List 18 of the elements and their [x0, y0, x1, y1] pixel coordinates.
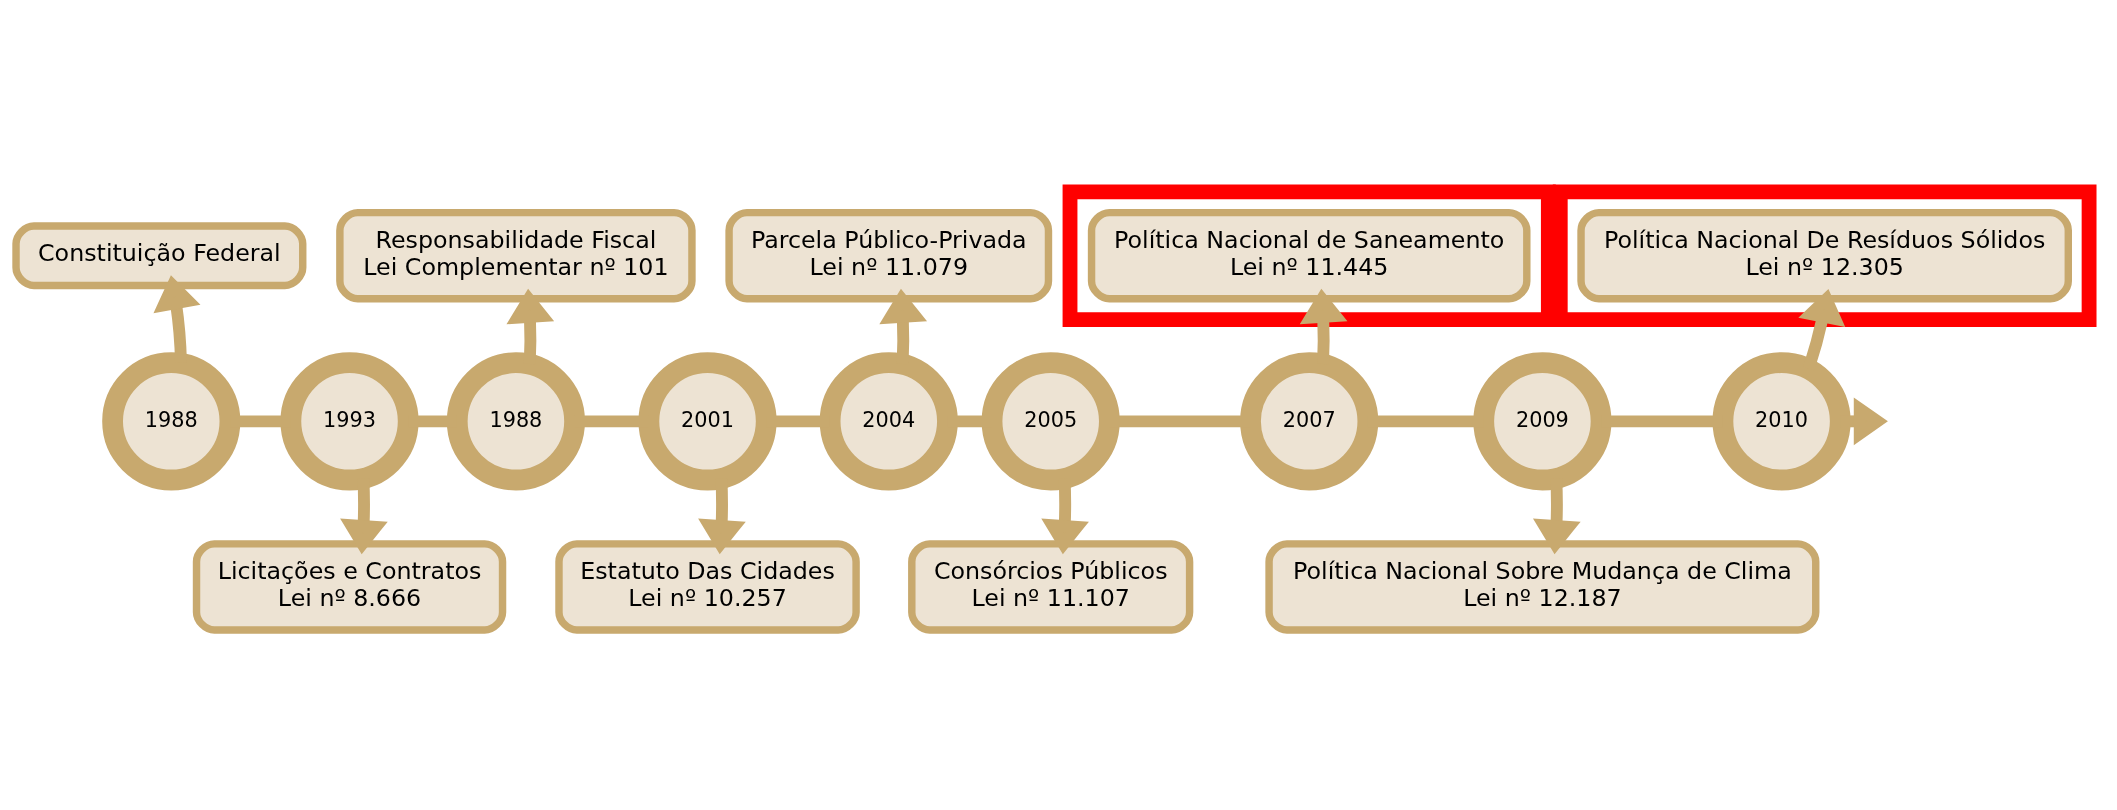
node-circle: 2005 — [981, 352, 1120, 491]
node-box: Licitações e Contratos Lei nº 8.666 — [192, 540, 507, 634]
node-circle: 2010 — [1712, 352, 1851, 491]
node-box: Política Nacional de Saneamento Lei nº 11.445 — [1087, 208, 1531, 303]
node-circle: 2004 — [819, 352, 958, 491]
node-circle: 2001 — [638, 352, 777, 491]
node-circle: 1988 — [446, 352, 585, 491]
node-box: Constituição Federal — [12, 222, 307, 290]
node-circle: 1988 — [102, 352, 241, 491]
node-circle: 2009 — [1473, 352, 1612, 491]
node-circle: 1993 — [280, 352, 419, 491]
node-box: Responsabilidade Fiscal Lei Complementar nº 101 — [336, 208, 696, 303]
node-box: Estatuto Das Cidades Lei nº 10.257 — [555, 540, 860, 634]
node-box: Consórcios Públicos Lei nº 11.107 — [908, 540, 1194, 634]
node-box: Política Nacional Sobre Mudança de Clima Lei nº 12.187 — [1265, 540, 1820, 634]
node-box: Parcela Público-Privada Lei nº 11.079 — [725, 208, 1053, 303]
node-circle: 2007 — [1240, 352, 1379, 491]
node-box: Política Nacional De Resíduos Sólidos Lei nº 12.305 — [1577, 208, 2072, 303]
